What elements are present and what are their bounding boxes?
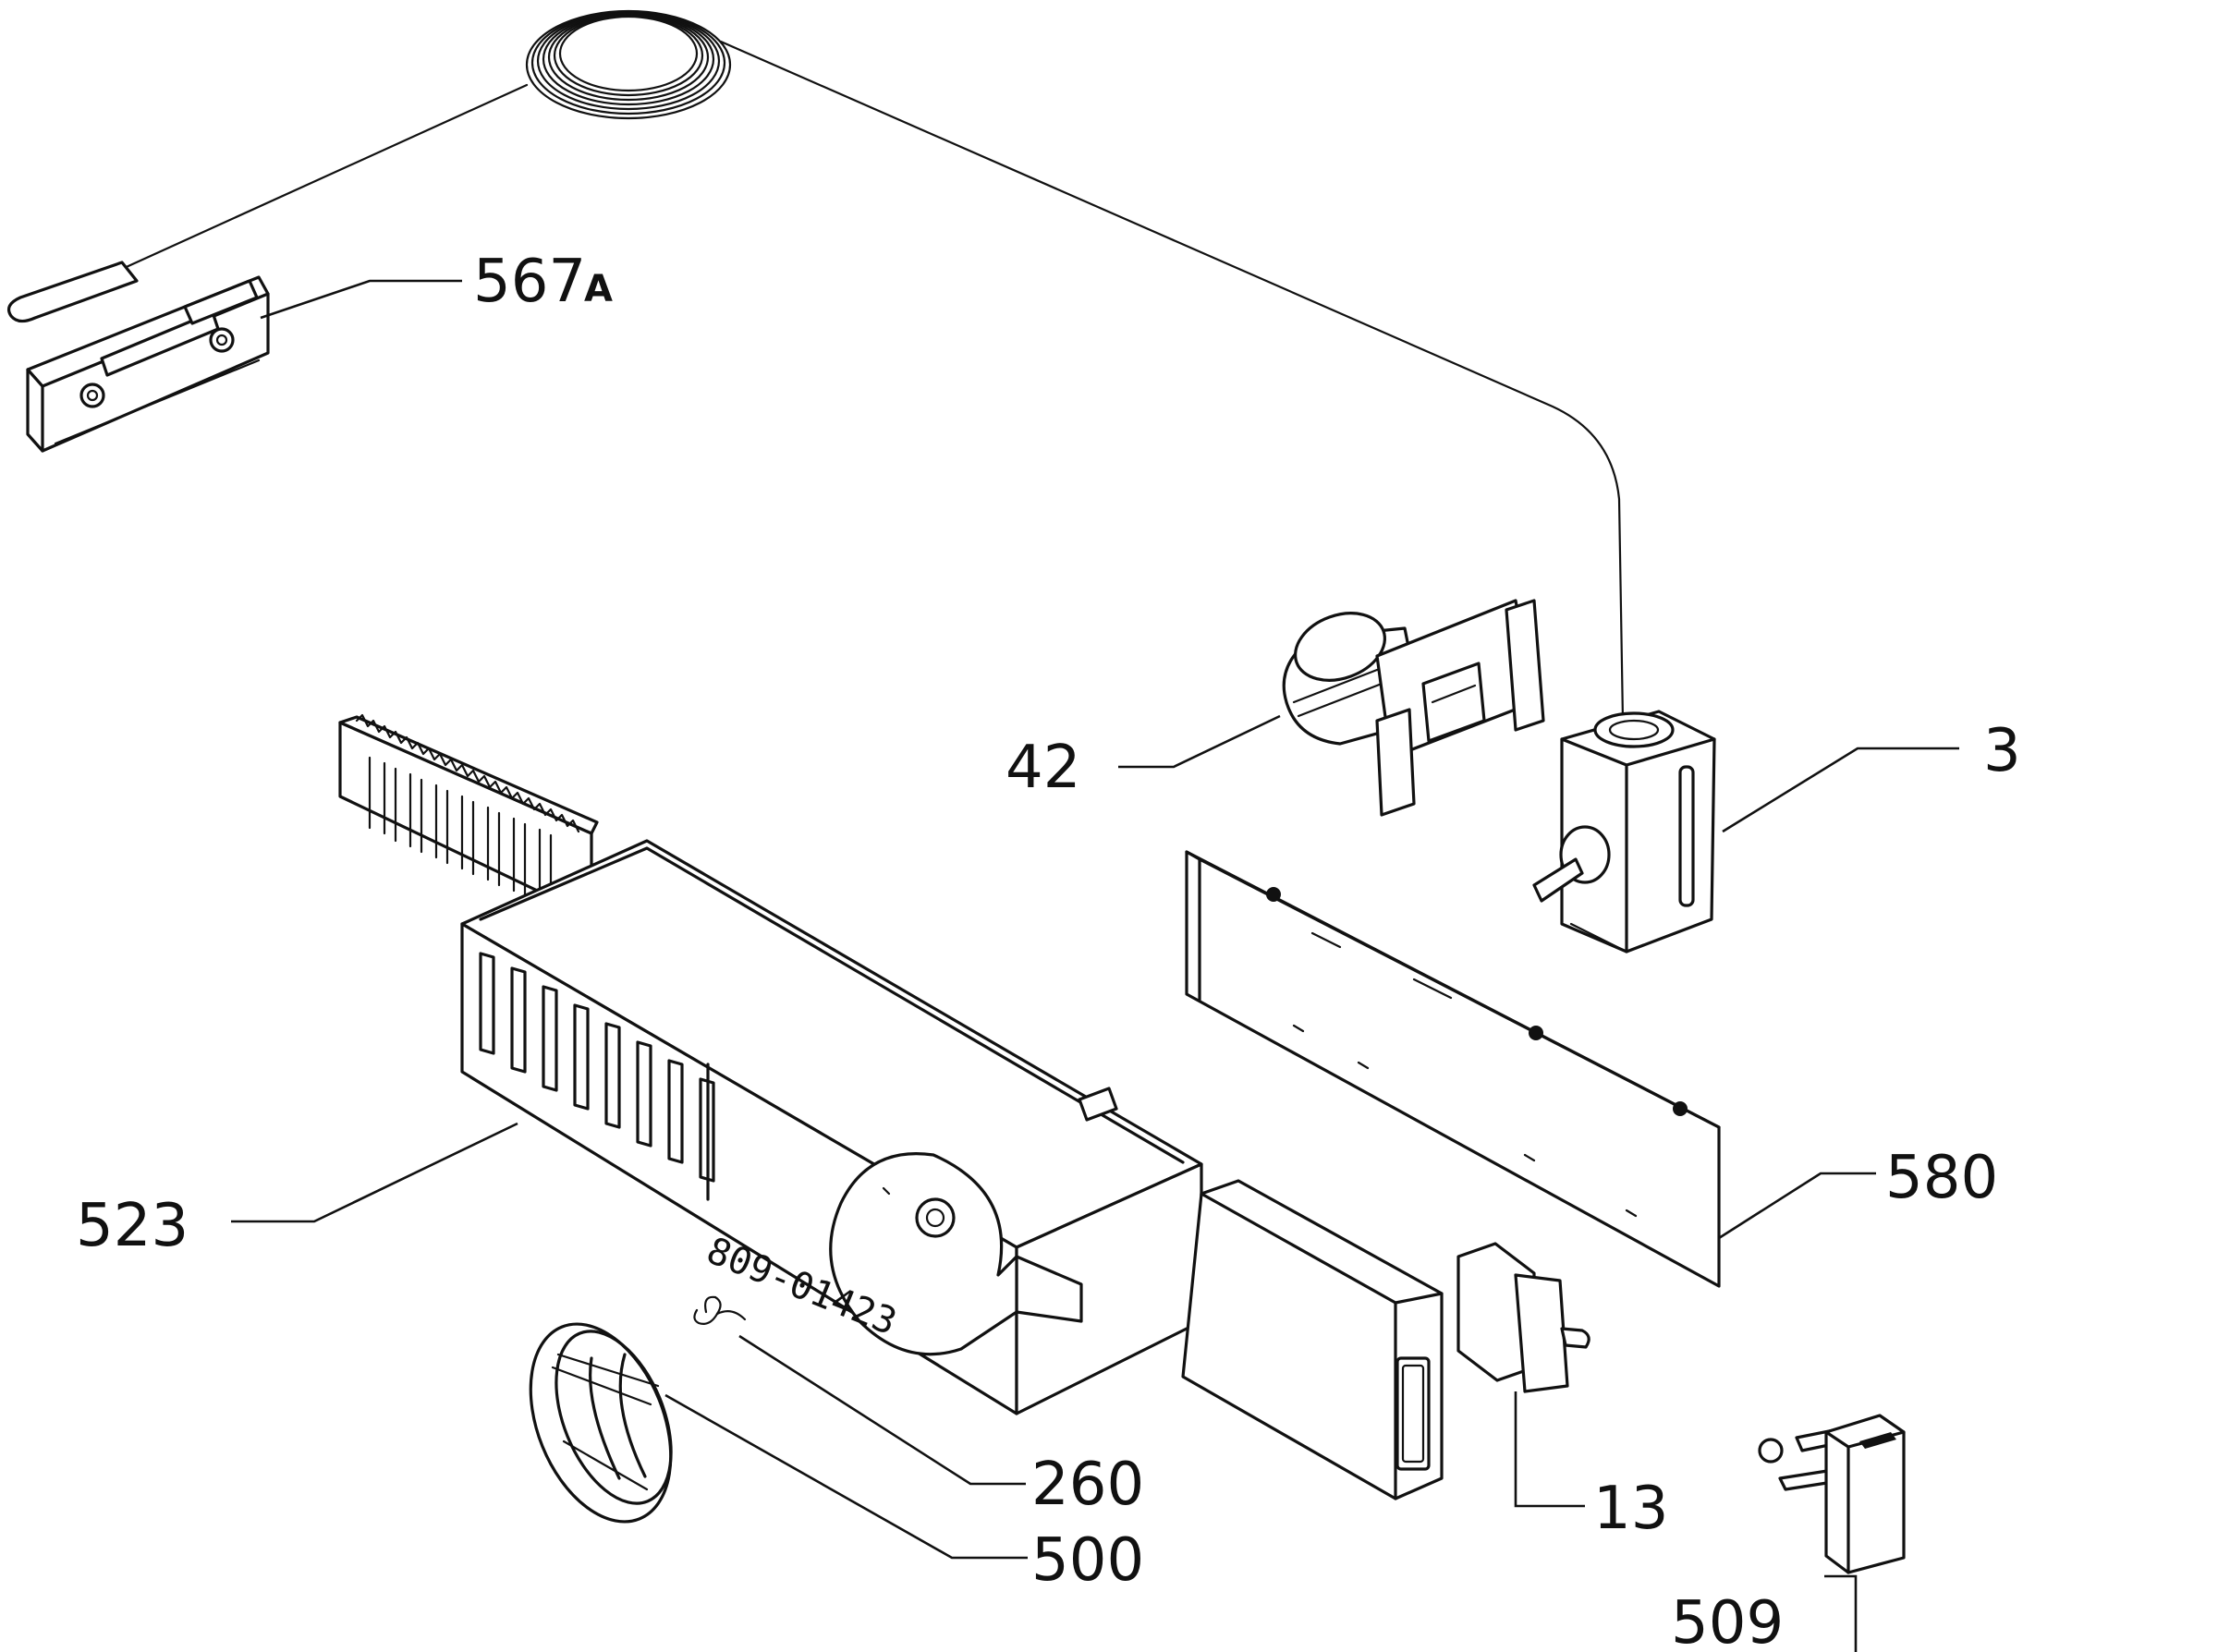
leader-580 <box>1718 1172 1876 1240</box>
part-260-spring-clip <box>693 1295 747 1325</box>
part-523-housing <box>338 713 1203 1415</box>
part-13a-cover-block <box>1181 1179 1444 1500</box>
leader-13 <box>1514 1391 1585 1508</box>
part-567a-clip <box>26 275 270 453</box>
callout-567a: 567 <box>473 248 586 316</box>
part-580-circuit-board <box>1185 850 1721 1288</box>
callout-260: 260 <box>1031 1451 1144 1519</box>
leader-523 <box>231 1122 518 1223</box>
capillary-wire-to-bulb <box>118 83 529 272</box>
sensor-bulb <box>7 261 139 323</box>
front-fins <box>479 952 715 1183</box>
leader-500 <box>664 1393 1028 1560</box>
leader-3 <box>1722 747 1959 833</box>
callout-3: 3 <box>1983 717 2021 785</box>
rear-fins <box>368 756 553 909</box>
leader-42 <box>1118 714 1281 769</box>
capillary-coil <box>525 9 732 120</box>
callout-509: 509 <box>1671 1589 1784 1652</box>
part-42-lamp-holder <box>1282 599 1545 817</box>
part-13-switch <box>1456 1242 1590 1393</box>
leader-260 <box>738 1334 1026 1486</box>
leader-567a <box>260 279 462 320</box>
callout-523: 523 <box>76 1192 189 1260</box>
part-500-knob <box>529 1322 673 1524</box>
callout-580: 580 <box>1885 1144 1998 1212</box>
leader-509 <box>1824 1574 1858 1652</box>
part-509-hinge-pin <box>1758 1414 1906 1574</box>
capillary-wire-to-thermostat <box>719 40 1625 723</box>
part-3-thermostat <box>1532 710 1716 954</box>
callout-13: 13 <box>1593 1475 1668 1543</box>
callout-42: 42 <box>1005 734 1080 802</box>
callout-567a-suffix: A <box>584 268 613 310</box>
capillary-tube-assembly <box>7 9 1625 723</box>
callout-500: 500 <box>1031 1526 1144 1595</box>
